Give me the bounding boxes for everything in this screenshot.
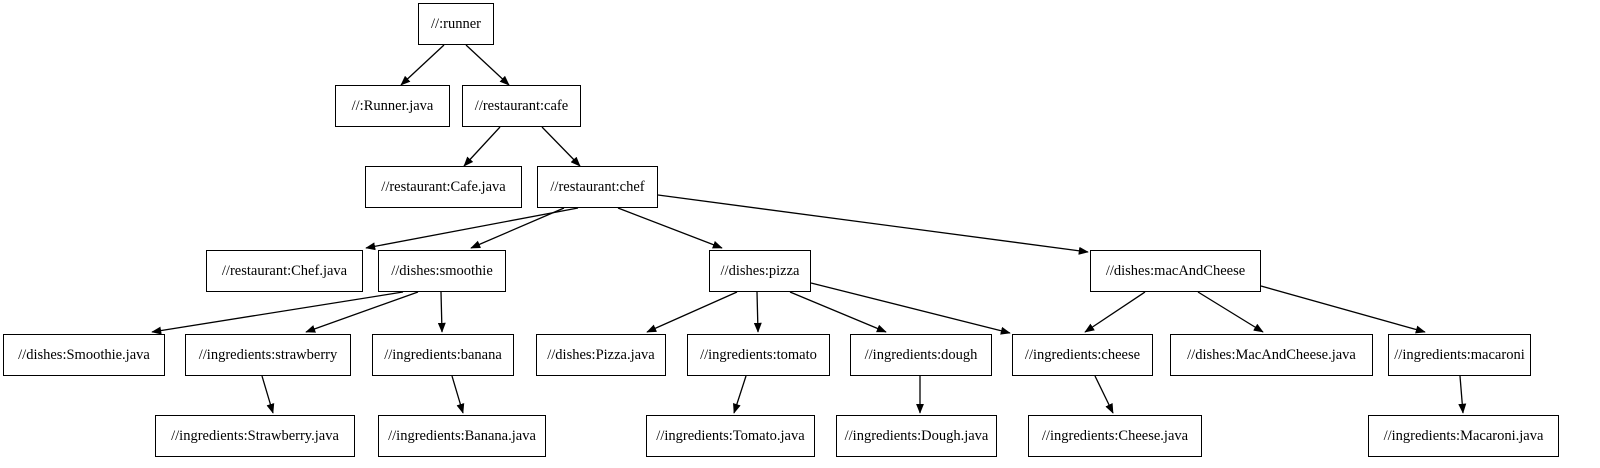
graph-edge-runner-to-runner_java	[400, 44, 445, 86]
graph-node-label: //restaurant:cafe	[474, 97, 569, 114]
graph-node-label: //ingredients:tomato	[700, 346, 817, 363]
graph-node-label: //ingredients:banana	[384, 346, 502, 363]
graph-edge-macandcheese-to-cheese	[1084, 291, 1146, 333]
graph-edge-chef-to-pizza	[617, 207, 723, 249]
graph-node-label: //dishes:macAndCheese	[1105, 262, 1246, 279]
graph-node-label: //:runner	[431, 15, 481, 32]
graph-edge-cafe-to-cafe_java	[463, 126, 501, 167]
graph-edge-pizza-to-tomato	[753, 291, 762, 333]
graph-node-label: //dishes:pizza	[720, 262, 800, 279]
graph-node-pizza[interactable]: //dishes:pizza	[709, 250, 811, 292]
graph-node-label: //dishes:smoothie	[391, 262, 493, 279]
graph-edge-pizza-to-pizza_java	[646, 291, 738, 333]
graph-node-label: //restaurant:Chef.java	[221, 262, 348, 279]
graph-node-label: //dishes:Pizza.java	[547, 346, 655, 363]
graph-edge-smoothie-to-strawberry	[305, 291, 419, 333]
graph-node-chef_java[interactable]: //restaurant:Chef.java	[206, 250, 363, 292]
graph-node-label: //dishes:Smoothie.java	[18, 346, 150, 363]
graph-edge-smoothie-to-smoothie_java	[151, 291, 404, 335]
graph-node-banana[interactable]: //ingredients:banana	[372, 334, 514, 376]
graph-node-macandcheese_java[interactable]: //dishes:MacAndCheese.java	[1170, 334, 1373, 376]
graph-node-macandcheese[interactable]: //dishes:macAndCheese	[1090, 250, 1261, 292]
graph-edge-cheese-to-cheese_java	[1094, 375, 1114, 414]
graph-edge-chef-to-smoothie	[470, 207, 565, 249]
graph-node-cheese[interactable]: //ingredients:cheese	[1012, 334, 1153, 376]
graph-node-strawberry[interactable]: //ingredients:strawberry	[185, 334, 351, 376]
graph-node-macaroni[interactable]: //ingredients:macaroni	[1388, 334, 1531, 376]
graph-node-pizza_java[interactable]: //dishes:Pizza.java	[536, 334, 666, 376]
graph-node-cheese_java[interactable]: //ingredients:Cheese.java	[1028, 415, 1202, 457]
graph-node-cafe_java[interactable]: //restaurant:Cafe.java	[365, 166, 522, 208]
graph-edge-strawberry-to-strawberry_java	[261, 375, 275, 414]
graph-node-label: //restaurant:Cafe.java	[381, 178, 506, 195]
graph-node-smoothie[interactable]: //dishes:smoothie	[378, 250, 506, 292]
graph-node-label: //dishes:MacAndCheese.java	[1187, 346, 1356, 363]
graph-node-runner[interactable]: //:runner	[418, 3, 494, 45]
graph-node-tomato[interactable]: //ingredients:tomato	[687, 334, 830, 376]
graph-edge-macandcheese-to-macandcheese_java	[1197, 291, 1264, 333]
graph-edge-chef-to-chef_java	[365, 207, 579, 251]
graph-node-label: //ingredients:Macaroni.java	[1383, 427, 1544, 444]
graph-node-label: //ingredients:cheese	[1024, 346, 1141, 363]
graph-node-label: //restaurant:chef	[550, 178, 645, 195]
graph-node-runner_java[interactable]: //:Runner.java	[335, 85, 450, 127]
graph-edge-tomato-to-tomato_java	[733, 375, 747, 414]
graph-node-chef[interactable]: //restaurant:chef	[537, 166, 658, 208]
graph-edge-runner-to-cafe	[465, 44, 510, 86]
graph-node-label: //ingredients:Strawberry.java	[171, 427, 339, 444]
graph-node-banana_java[interactable]: //ingredients:Banana.java	[378, 415, 546, 457]
graph-edge-pizza-to-dough	[789, 291, 887, 333]
graph-node-label: //ingredients:macaroni	[1394, 346, 1525, 363]
graph-node-dough_java[interactable]: //ingredients:Dough.java	[836, 415, 997, 457]
graph-node-strawberry_java[interactable]: //ingredients:Strawberry.java	[155, 415, 355, 457]
graph-edge-pizza-to-cheese	[810, 282, 1011, 335]
graph-node-label: //ingredients:dough	[864, 346, 978, 363]
graph-node-label: //ingredients:Cheese.java	[1041, 427, 1189, 444]
graph-edge-chef-to-macandcheese	[657, 194, 1089, 255]
graph-node-label: //ingredients:Dough.java	[844, 427, 989, 444]
graph-edge-macandcheese-to-macaroni	[1260, 285, 1426, 334]
graph-node-smoothie_java[interactable]: //dishes:Smoothie.java	[3, 334, 165, 376]
graph-node-label: //ingredients:Tomato.java	[656, 427, 805, 444]
graph-node-tomato_java[interactable]: //ingredients:Tomato.java	[646, 415, 815, 457]
graph-edge-smoothie-to-banana	[437, 291, 446, 333]
graph-node-label: //ingredients:Banana.java	[388, 427, 536, 444]
graph-node-label: //ingredients:strawberry	[198, 346, 338, 363]
graph-edge-cafe-to-chef	[541, 126, 581, 167]
graph-node-label: //:Runner.java	[351, 97, 434, 114]
graph-node-dough[interactable]: //ingredients:dough	[850, 334, 992, 376]
graph-node-macaroni_java[interactable]: //ingredients:Macaroni.java	[1368, 415, 1559, 457]
graph-edge-banana-to-banana_java	[451, 375, 465, 414]
graph-edge-macaroni-to-macaroni_java	[1458, 375, 1467, 414]
graph-node-cafe[interactable]: //restaurant:cafe	[462, 85, 581, 127]
